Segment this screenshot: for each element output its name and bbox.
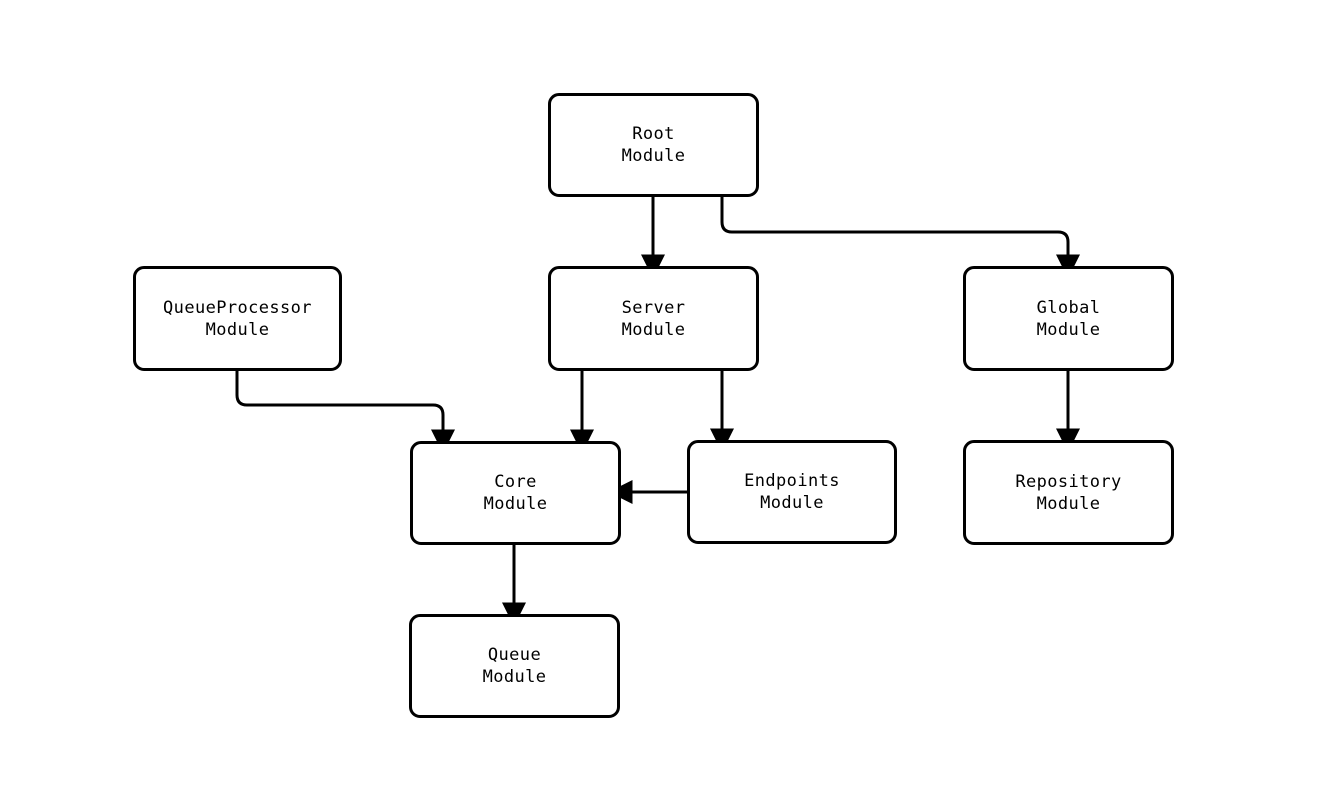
edges-group [235,197,1080,627]
node-endpoints-label-line1: Endpoints [744,471,840,491]
node-server-label-line1: Server [621,297,686,318]
node-queueprocessor-label-line1: QueueProcessor [163,297,312,318]
node-root-label-line2: Module [621,146,686,166]
edge-root-to-global [720,197,1080,279]
node-global-label-line2: Module [1036,319,1101,340]
node-queue-label-line2: Module [482,667,547,687]
node-root-label-line1: Root [632,124,675,144]
node-core-label-line1: Core [494,472,537,492]
node-core-label-line2: Module [483,494,548,514]
node-global-label-line1: Global [1036,297,1101,318]
node-repository-label-line2: Module [1036,493,1101,514]
node-repository-label-line1: Repository [1015,471,1122,492]
edge-queueprocessor-to-core [235,371,455,454]
node-endpoints-label-line2: Module [760,493,824,513]
node-queueprocessor-label-line2: Module [205,319,270,340]
node-server-label-line2: Module [621,319,686,340]
node-queue-label-line1: Queue [487,645,542,665]
